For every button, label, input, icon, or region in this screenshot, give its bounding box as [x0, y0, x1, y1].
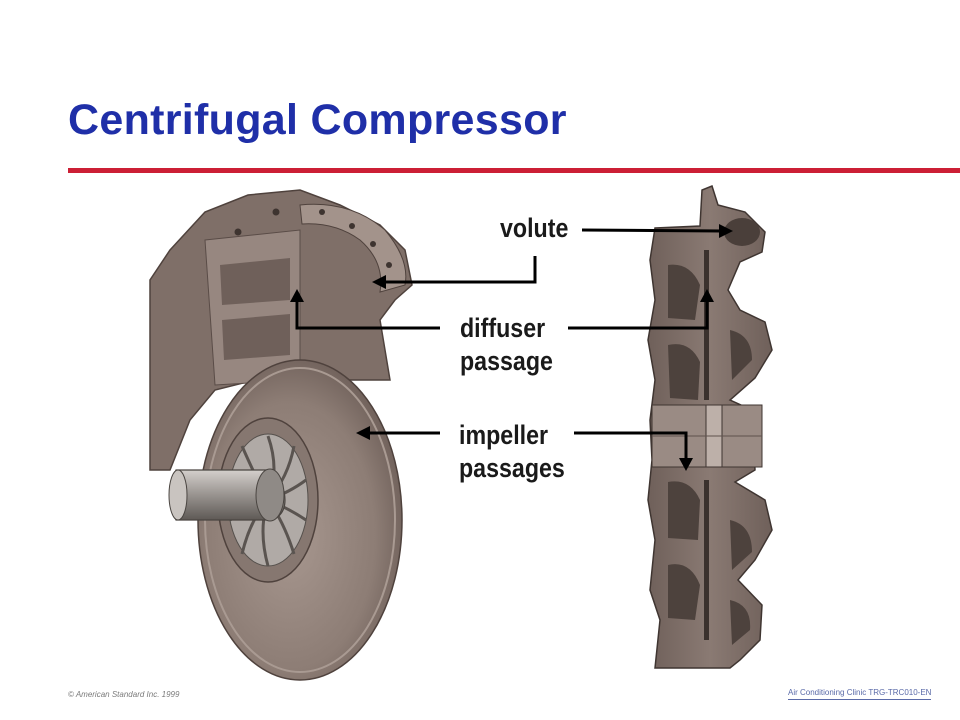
course-reference: Air Conditioning Clinic TRG-TRC010-EN — [788, 688, 932, 700]
title-underline — [68, 168, 960, 173]
diffuser-leader-left — [295, 298, 440, 330]
leader-lines — [295, 228, 723, 462]
bolt-holes — [234, 208, 392, 268]
label-diffuser-line1: diffuser — [460, 313, 546, 343]
diffuser-leader-right — [568, 298, 709, 330]
arrow-head — [356, 426, 370, 440]
copyright-notice: © American Standard Inc. 1999 — [68, 690, 180, 699]
label-impeller-line2: passages — [459, 453, 565, 483]
section-diffuser-slot — [704, 480, 709, 640]
housing-rib — [222, 314, 290, 360]
shaft-nut — [255, 468, 285, 522]
arrow-head — [700, 289, 714, 302]
housing-rib — [220, 258, 290, 305]
label-diffuser-line2: passage — [460, 346, 553, 376]
volute-scroll — [299, 203, 407, 293]
arrow-head — [679, 458, 693, 471]
shaft-end — [168, 469, 188, 521]
section-volute-pocket — [724, 218, 760, 246]
label-impeller-line1: impeller — [459, 420, 549, 450]
arrow-heads — [290, 224, 733, 471]
section-cavities — [668, 264, 752, 645]
label-volute: volute — [500, 213, 569, 243]
slide-title: Centrifugal Compressor — [68, 96, 567, 144]
arrow-head — [372, 275, 386, 289]
arrow-head — [290, 289, 304, 302]
volute-leader-left — [382, 256, 537, 284]
impeller-leader-right — [574, 431, 688, 462]
cutaway-compressor-image — [149, 189, 413, 681]
arrow-head — [719, 224, 733, 238]
cross-section-image — [647, 185, 773, 669]
volute-leader-right — [581, 228, 723, 233]
